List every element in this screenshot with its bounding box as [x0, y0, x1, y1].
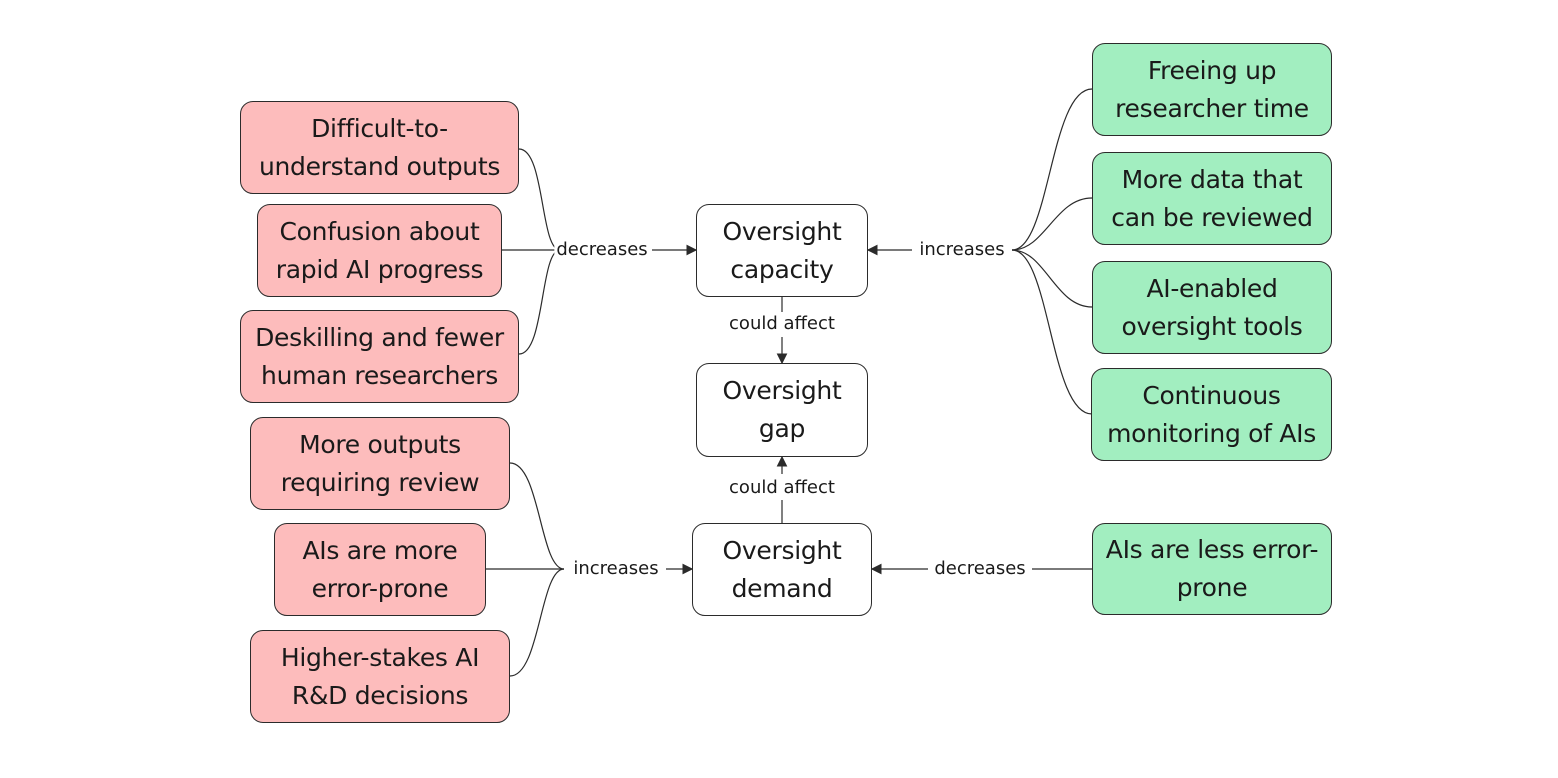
- node-monitoring-label: Continuous monitoring of AIs: [1107, 380, 1316, 448]
- node-error-prone: AIs are more error-prone: [274, 523, 486, 616]
- edge-label-capacity-affect: could affect: [727, 313, 837, 335]
- node-monitoring: Continuous monitoring of AIs: [1091, 368, 1332, 461]
- node-higher-stakes: Higher-stakes AI R&D decisions: [250, 630, 510, 723]
- node-more-outputs: More outputs requiring review: [250, 417, 510, 510]
- node-oversight-capacity-label: Oversight capacity: [722, 216, 842, 284]
- edge-more-data: [1011, 197, 1093, 251]
- edge-label-demand-affect: could affect: [727, 477, 837, 499]
- edge-deskilling: [518, 249, 561, 355]
- node-more-data: More data that can be reviewed: [1092, 152, 1332, 245]
- edge-freeing-time: [1011, 88, 1093, 251]
- node-deskilling: Deskilling and fewer human researchers: [240, 310, 519, 403]
- node-error-prone-label: AIs are more error-prone: [302, 535, 458, 603]
- node-oversight-capacity: Oversight capacity: [696, 204, 868, 297]
- node-confusion-label: Confusion about rapid AI progress: [275, 216, 484, 284]
- node-freeing-time: Freeing up researcher time: [1092, 43, 1332, 136]
- node-oversight-tools: AI-enabled oversight tools: [1092, 261, 1332, 354]
- node-freeing-time-label: Freeing up researcher time: [1115, 55, 1309, 123]
- edge-higher-stakes: [509, 568, 565, 677]
- node-oversight-gap-label: Oversight gap: [722, 376, 842, 443]
- edge-label-demand-increases: increases: [571, 558, 661, 580]
- node-oversight-demand-label: Oversight demand: [722, 535, 842, 603]
- edge-label-capacity-increases: increases: [917, 239, 1007, 261]
- node-difficult-outputs-label: Difficult-to- understand outputs: [258, 113, 501, 181]
- node-difficult-outputs: Difficult-to- understand outputs: [240, 101, 519, 194]
- edge-difficult-outputs: [518, 148, 561, 251]
- node-less-error-label: AIs are less error- prone: [1105, 535, 1319, 602]
- edge-more-outputs: [509, 462, 565, 570]
- edge-oversight-tools: [1011, 249, 1093, 308]
- node-oversight-tools-label: AI-enabled oversight tools: [1121, 273, 1303, 341]
- node-higher-stakes-label: Higher-stakes AI R&D decisions: [280, 642, 480, 710]
- node-more-outputs-label: More outputs requiring review: [280, 429, 480, 497]
- node-oversight-gap: Oversight gap: [696, 363, 868, 457]
- node-deskilling-label: Deskilling and fewer human researchers: [255, 322, 504, 390]
- edge-label-capacity-decreases: decreases: [554, 239, 650, 261]
- node-oversight-demand: Oversight demand: [692, 523, 872, 616]
- edge-label-demand-decreases: decreases: [932, 558, 1028, 580]
- node-more-data-label: More data that can be reviewed: [1111, 164, 1313, 232]
- node-less-error: AIs are less error- prone: [1092, 523, 1332, 615]
- edge-monitoring: [1011, 249, 1093, 415]
- node-confusion: Confusion about rapid AI progress: [257, 204, 502, 297]
